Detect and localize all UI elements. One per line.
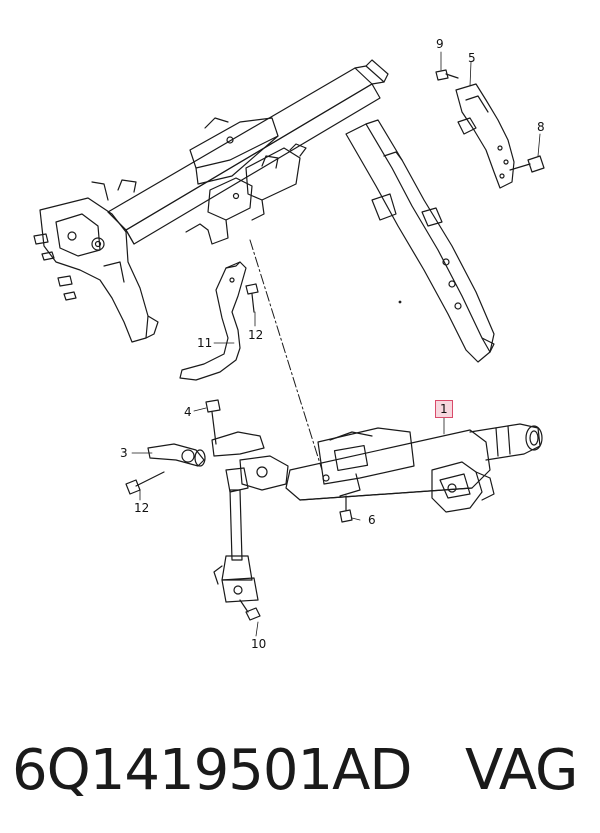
callout-4: 4 [184,405,192,419]
cross-car-beam [107,59,389,245]
steering-column [125,399,543,621]
brand-name: VAG [465,738,578,803]
callout-6: 6 [368,513,376,527]
callout-8: 8 [537,120,545,134]
callout-3: 3 [120,446,128,460]
exploded-parts-diagram: 1 3 4 5 6 8 9 10 11 12 12 [33,37,545,651]
leader-lines [131,51,541,637]
parts-drawing [33,51,545,637]
callout-12-upper: 12 [248,328,264,342]
caption: 6Q1419501AD VAG [0,716,600,826]
callout-12-lower: 12 [134,501,150,515]
callout-10: 10 [251,637,267,651]
support-strut [345,119,495,363]
callout-9: 9 [436,37,444,51]
left-mounting-bracket [33,181,159,343]
bracket-11 [179,261,259,381]
part-number: 6Q1419501AD [12,738,413,803]
callout-5: 5 [468,51,476,65]
callout-11: 11 [197,336,213,350]
bracket-5 [435,69,545,189]
callout-1: 1 [435,400,453,418]
